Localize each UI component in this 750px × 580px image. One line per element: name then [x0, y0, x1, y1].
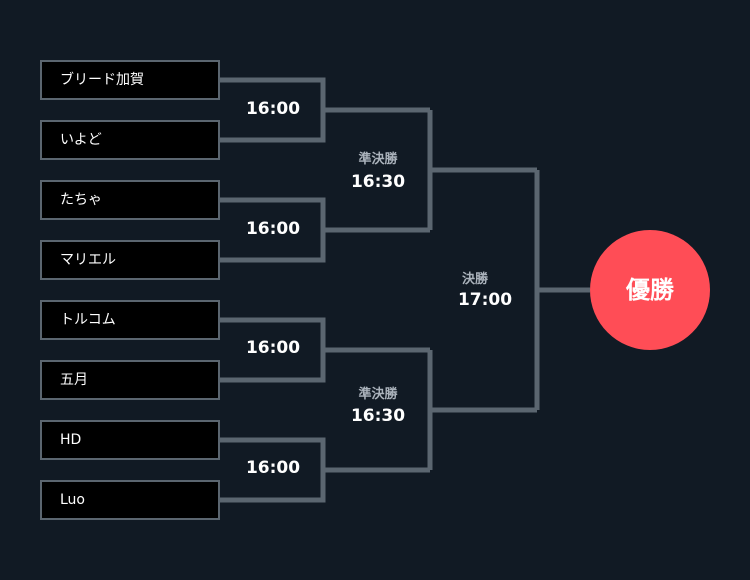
connector-round1-match3	[220, 317, 430, 383]
team-slot-1[interactable]: ブリード加賀	[40, 60, 220, 100]
final-time: 17:00	[457, 290, 513, 310]
team-slot-2[interactable]: いよど	[40, 120, 220, 160]
round1-match3-time: 16:00	[245, 338, 301, 358]
team-slot-7[interactable]: HD	[40, 420, 220, 460]
connector-semifinal1	[427, 110, 537, 230]
team-slot-8[interactable]: Luo	[40, 480, 220, 520]
final-label: 決勝	[461, 272, 488, 287]
connector-round1-match4	[220, 437, 430, 503]
team-slot-3[interactable]: たちゃ	[40, 180, 220, 220]
connector-round1-match2	[220, 197, 430, 263]
team-slot-5[interactable]: トルコム	[40, 300, 220, 340]
semifinal2-label: 準決勝	[358, 387, 398, 402]
connector-semifinal2	[427, 350, 537, 470]
team-slot-6[interactable]: 五月	[40, 360, 220, 400]
semifinal1-label: 準決勝	[358, 152, 398, 167]
connector-final	[534, 170, 590, 410]
team-slot-4[interactable]: マリエル	[40, 240, 220, 280]
semifinal1-time: 16:30	[350, 172, 406, 192]
semifinal2-time: 16:30	[350, 406, 406, 426]
round1-match4-time: 16:00	[245, 458, 301, 478]
round1-match2-time: 16:00	[245, 219, 301, 239]
round1-match1-time: 16:00	[245, 99, 301, 119]
connector-round1-match1	[220, 77, 430, 143]
champion-badge: 優勝	[590, 230, 710, 350]
